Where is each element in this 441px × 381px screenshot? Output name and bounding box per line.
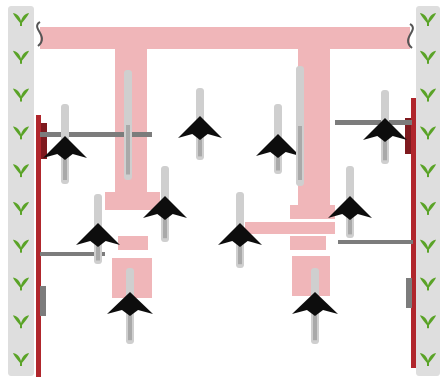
left-lower-toolbar	[40, 252, 105, 256]
shank-assembly	[218, 192, 262, 268]
left-seedling-icon	[13, 239, 29, 253]
left-rail-bar	[36, 115, 41, 377]
sweep-tine-icon	[178, 116, 222, 140]
shank-assembly	[292, 268, 338, 344]
sweep-tine-icon	[292, 292, 338, 316]
right-rail-bracket	[405, 118, 411, 154]
right-seedling-icon	[420, 353, 436, 366]
tool-bars	[40, 120, 413, 256]
left-seedling-icon	[13, 126, 29, 140]
shank-assembly	[76, 194, 120, 264]
shank-spring	[238, 230, 242, 265]
right-seedling-icon	[420, 164, 436, 178]
right-seedling-icon	[420, 88, 436, 102]
shank-spring	[126, 125, 130, 175]
shank-assemblies	[43, 66, 407, 344]
shank-spring	[163, 204, 167, 239]
right-upper-toolbar	[335, 120, 412, 125]
right-gauge-bracket	[290, 236, 326, 250]
shank-assembly	[124, 70, 132, 180]
right-seedling-icon	[420, 239, 436, 253]
right-crop-strip	[416, 6, 440, 376]
sweep-tine-icon	[218, 223, 262, 247]
left-lower-crossbar	[105, 192, 160, 210]
right-crop-plants	[420, 13, 436, 366]
left-seedling-icon	[13, 277, 29, 291]
right-frame-break-icon	[407, 23, 414, 49]
shank-assembly	[143, 166, 187, 242]
left-frame-break-icon	[36, 21, 43, 47]
left-crop-plants	[13, 13, 29, 366]
sweep-tine-icon	[107, 292, 153, 316]
left-rail-clamp	[40, 286, 46, 316]
right-lower-crossbar	[290, 205, 335, 219]
main-toolbar-beam	[40, 27, 410, 49]
shank-assembly	[107, 268, 153, 344]
shank-assembly	[363, 90, 407, 164]
toolbar-frame	[36, 21, 414, 298]
center-crossbar	[245, 222, 335, 234]
shank-spring	[198, 124, 202, 157]
right-crop-row	[416, 6, 440, 376]
shank-spring	[128, 306, 132, 341]
right-rail-clamp	[406, 278, 412, 308]
shank-assembly	[328, 166, 372, 238]
right-rail-bar	[411, 98, 416, 368]
left-crop-strip	[8, 6, 34, 376]
left-side-rail	[36, 115, 47, 377]
sweep-tine-icon	[143, 196, 187, 220]
shank-spring	[383, 127, 387, 161]
right-seedling-icon	[420, 315, 436, 329]
right-seedling-icon	[420, 201, 436, 215]
left-upper-toolbar	[40, 132, 152, 137]
right-seedling-icon	[420, 126, 436, 140]
right-seedling-icon	[420, 277, 436, 291]
shank-assembly	[178, 88, 222, 160]
sweep-tine-icon	[256, 134, 300, 158]
left-seedling-icon	[13, 201, 29, 215]
left-gauge-bracket	[118, 236, 148, 250]
shank-spring	[313, 306, 317, 341]
left-seedling-icon	[13, 13, 29, 26]
right-side-rail	[405, 98, 416, 368]
shank-spring	[63, 144, 67, 180]
left-crop-row	[8, 6, 34, 376]
sweep-tine-icon	[76, 223, 120, 247]
sweep-tine-icon	[328, 196, 372, 220]
sweep-tine-icon	[43, 136, 87, 160]
left-seedling-icon	[13, 88, 29, 102]
shank-assembly	[296, 66, 304, 186]
right-seedling-icon	[420, 50, 436, 64]
shank-assembly	[256, 104, 300, 174]
shank-assembly	[43, 104, 87, 184]
left-seedling-icon	[13, 164, 29, 178]
left-seedling-icon	[13, 315, 29, 329]
right-seedling-icon	[420, 13, 436, 26]
shank-spring	[298, 126, 302, 180]
sweep-tine-icon	[363, 118, 407, 142]
right-lower-toolbar	[338, 240, 413, 244]
left-seedling-icon	[13, 353, 29, 366]
left-seedling-icon	[13, 50, 29, 64]
left-rail-bracket	[41, 123, 47, 159]
